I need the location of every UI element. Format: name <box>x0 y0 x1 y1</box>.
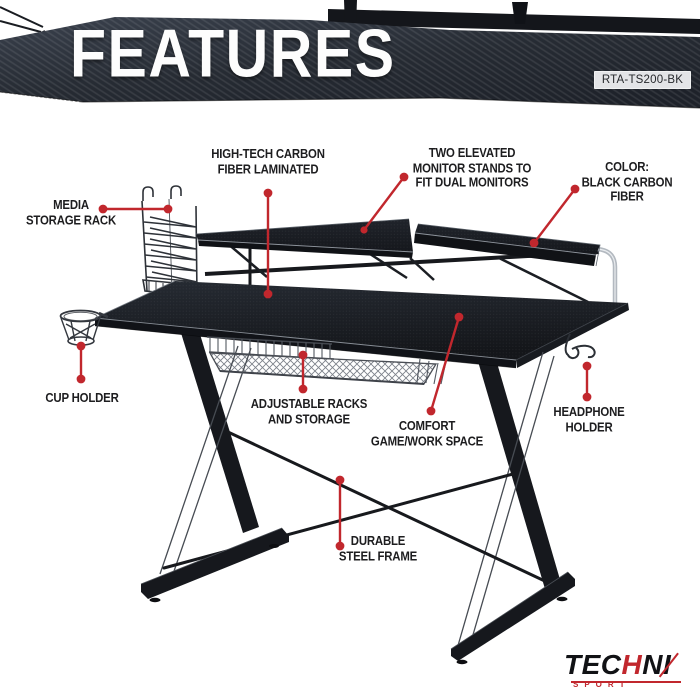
callout-line: AND STORAGE <box>268 410 350 427</box>
callout-connectors <box>76 172 592 551</box>
riser-struts <box>226 242 589 304</box>
callout-line: FIBER <box>610 188 644 205</box>
callout-adjustable-racks: ADJUSTABLE RACKS AND STORAGE <box>250 395 368 427</box>
callout-line: COMFORT <box>398 417 456 434</box>
monitor-shelf-right <box>414 223 601 267</box>
callout-line: DURABLE <box>350 532 406 549</box>
callout-media-storage-rack: MEDIA STORAGE RACK <box>26 196 116 228</box>
callout-line: ADJUSTABLE RACKS <box>250 395 368 412</box>
callout-line: MONITOR STANDS TO <box>412 159 532 176</box>
desktop-right-edge <box>516 303 629 368</box>
logo-subtitle: SPORT <box>573 680 631 689</box>
banner-shelf-bar <box>328 9 700 34</box>
cup-holder-drawing <box>59 309 109 346</box>
callout-line: TWO ELEVATED <box>428 144 516 161</box>
connector-headphone-holder <box>582 361 592 402</box>
rack-hooks <box>142 185 182 201</box>
callout-headphone-holder: HEADPHONE HOLDER <box>553 403 625 435</box>
logo-text-pre: TEC <box>564 649 622 680</box>
support-cables <box>159 345 555 653</box>
features-banner: FEATURES RTA-TS200-BK <box>0 0 700 115</box>
media-storage-rack-drawing <box>141 185 198 297</box>
desktop-surface <box>94 280 629 369</box>
connector-steel-frame <box>335 475 345 551</box>
callout-cup-holder: CUP HOLDER <box>45 389 119 406</box>
storage-basket <box>206 336 446 385</box>
banner-clamp <box>512 2 528 24</box>
connector-carbon-fiber <box>263 188 273 299</box>
callout-color: COLOR: BLACK CARBON FIBER <box>581 158 673 205</box>
callout-line: FIT DUAL MONITORS <box>415 174 529 191</box>
logo-wordmark: TECHNI <box>564 651 698 679</box>
desk-legs <box>181 331 561 589</box>
left-foot <box>141 528 289 599</box>
callout-line: BLACK CARBON <box>581 173 673 190</box>
callout-line: HEADPHONE <box>553 403 625 420</box>
rack-rails <box>141 200 198 297</box>
callout-line: FIBER LAMINATED <box>217 160 319 177</box>
logo-text-post: NI <box>642 649 672 680</box>
right-foot <box>451 572 575 661</box>
callout-line: STORAGE RACK <box>26 211 116 228</box>
banner-artwork <box>0 0 700 109</box>
callout-carbon-fiber: HIGH-TECH CARBON FIBER LAMINATED <box>211 145 325 177</box>
monitor-shelf-left <box>195 218 414 258</box>
callout-line: CUP HOLDER <box>45 389 119 406</box>
callout-monitor-stands: TWO ELEVATED MONITOR STANDS TO FIT DUAL … <box>412 144 532 191</box>
rack-rungs <box>143 216 198 283</box>
connector-color <box>529 184 580 248</box>
connector-adjustable-racks <box>298 350 308 394</box>
connector-cup-holder <box>76 341 86 384</box>
banner-pole <box>344 0 357 27</box>
callout-line: HIGH-TECH CARBON <box>211 145 325 162</box>
callout-line: STEEL FRAME <box>338 547 418 564</box>
right-leg <box>477 356 561 589</box>
logo-text-accent: H <box>621 649 643 680</box>
technisport-logo: TECHNI SPORT <box>564 651 698 693</box>
left-leg <box>181 331 259 533</box>
callout-comfort-space: COMFORT GAME/WORK SPACE <box>370 417 484 449</box>
connector-media-storage-rack <box>98 204 173 214</box>
model-code-badge: RTA-TS200-BK <box>594 71 691 89</box>
callout-line: HOLDER <box>565 418 613 435</box>
desk-feet <box>140 527 575 665</box>
callout-line: COLOR: <box>605 158 649 175</box>
connector-comfort-space <box>426 312 464 416</box>
callout-line: MEDIA <box>53 196 89 213</box>
callout-steel-frame: DURABLE STEEL FRAME <box>338 532 418 564</box>
connector-monitor-stands <box>360 172 409 234</box>
logo-swoosh-icon <box>571 681 681 684</box>
callout-line: GAME/WORK SPACE <box>370 432 484 449</box>
page-title: FEATURES <box>70 15 396 92</box>
headphone-hook-drawing <box>564 333 596 360</box>
